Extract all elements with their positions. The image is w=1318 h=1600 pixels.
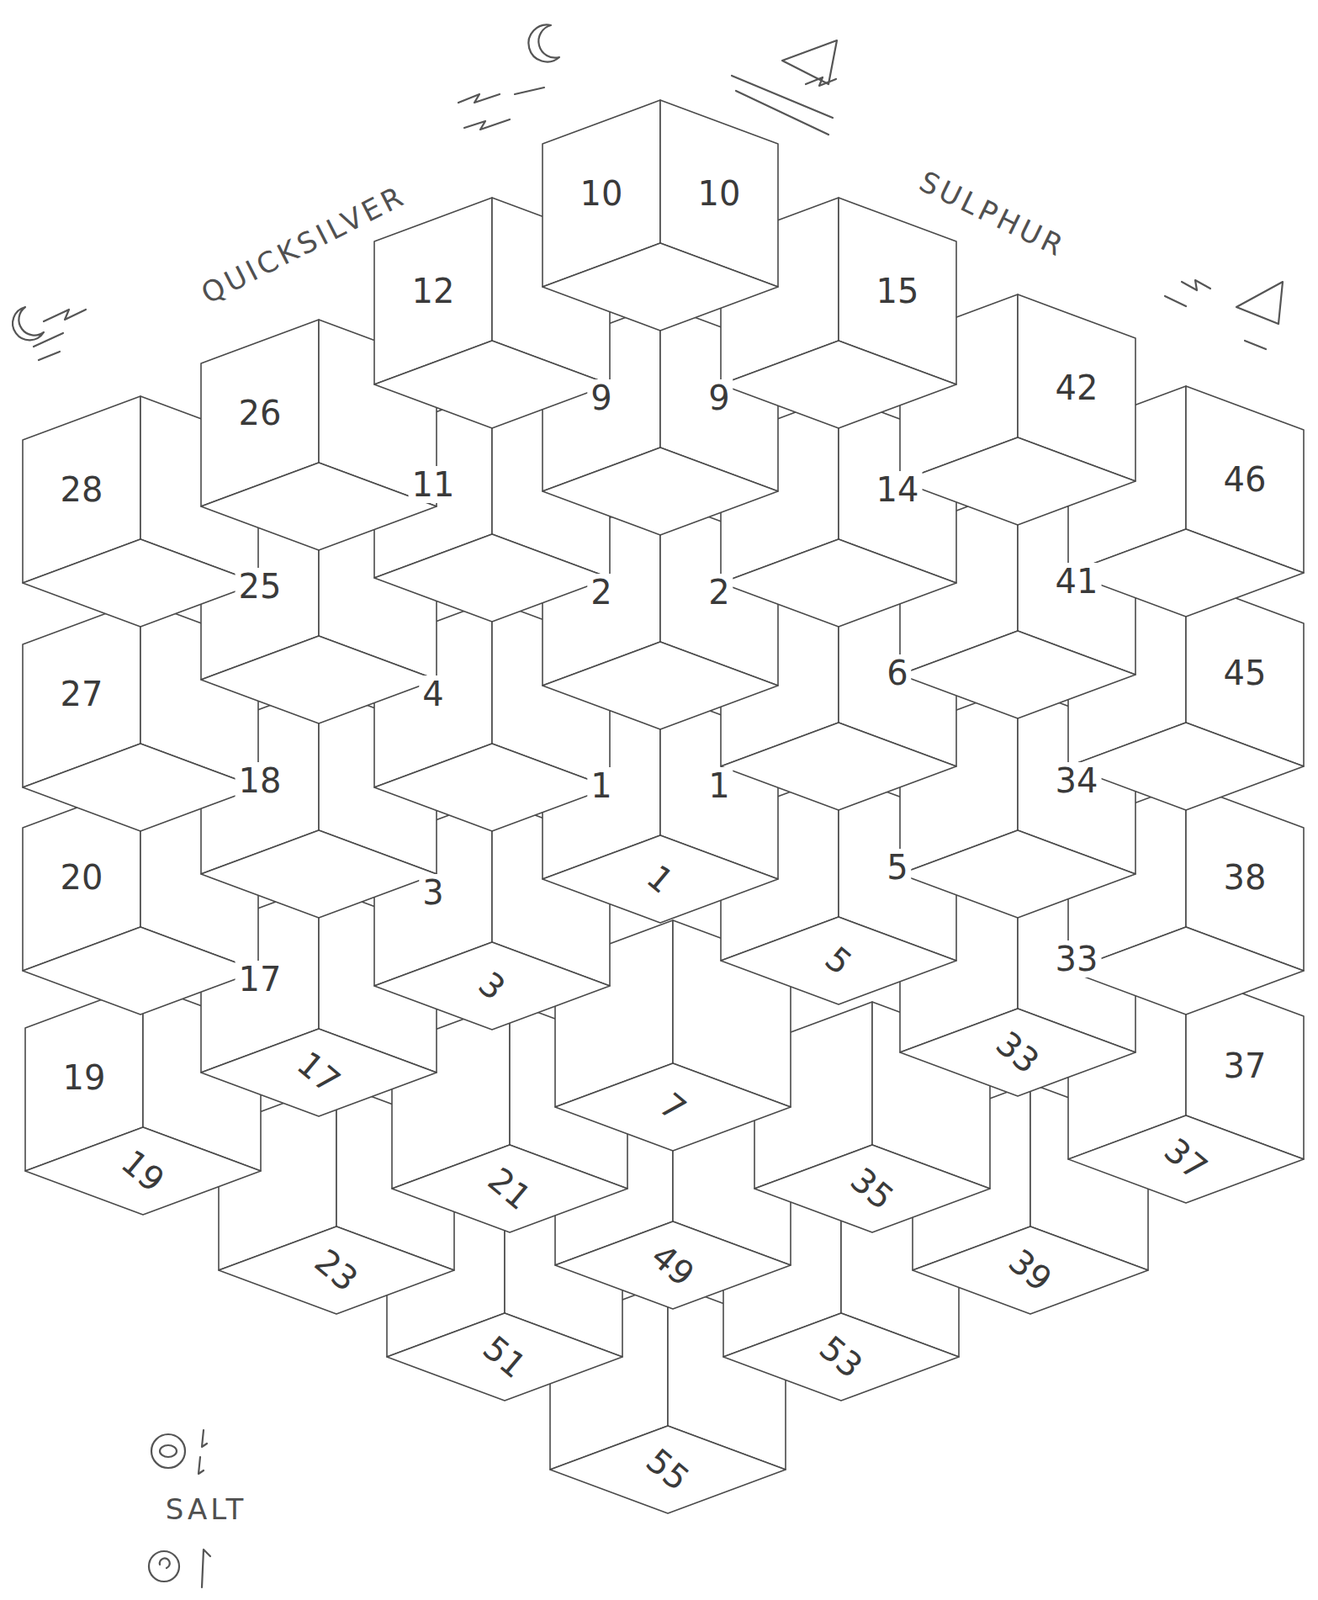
face-number: 3 [418,873,447,911]
cube-outline [542,100,779,331]
face-number: 18 [235,762,286,800]
face-number: 20 [57,858,107,896]
face-number: 45 [1220,654,1271,692]
face-number: 12 [408,272,459,310]
face-number: 15 [873,272,923,310]
face-number: 38 [1220,858,1271,896]
face-number: 9 [587,379,615,417]
face-number: 42 [1052,369,1102,407]
face-number: 34 [1052,762,1102,800]
face-number: 46 [1220,460,1271,498]
face-number: 11 [408,465,459,503]
face-number: 10 [576,174,627,212]
face-number: 25 [235,567,286,605]
element-label: SALT [163,1493,250,1525]
face-number: 37 [1220,1047,1271,1085]
face-number: 2 [587,573,615,611]
face-number: 14 [873,471,923,509]
face-number: 41 [1052,562,1102,600]
cube-block: 10 10 [542,100,779,331]
face-number: 6 [883,654,911,692]
face-number: 26 [235,394,286,432]
face-number: 33 [1052,940,1102,978]
face-number: 4 [418,675,447,713]
face-number: 17 [235,960,286,998]
face-number: 1 [704,767,733,805]
face-number: 19 [59,1058,110,1096]
face-number: 10 [694,174,745,212]
face-number: 27 [57,675,107,713]
face-number: 2 [704,573,733,611]
face-number: 5 [883,848,911,886]
face-number: 9 [704,379,733,417]
face-number: 28 [57,471,107,509]
face-number: 1 [587,767,615,805]
